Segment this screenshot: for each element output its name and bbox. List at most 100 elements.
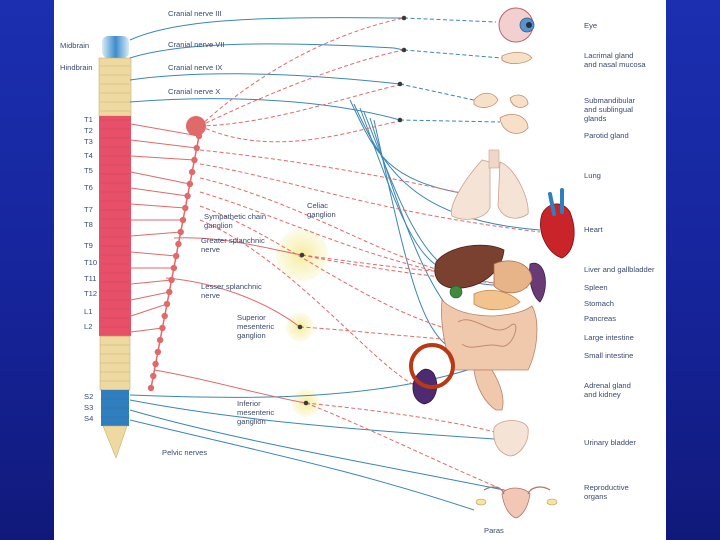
spinal-level-label: S3	[84, 403, 93, 412]
sympathetic-organ-fiber	[199, 163, 541, 233]
spinal-level-label: S2	[84, 392, 93, 401]
ganglion-dot	[299, 252, 305, 258]
chain-ganglion	[188, 168, 196, 176]
cranial-nerve-label: Cranial nerve IX	[168, 63, 222, 72]
sympathetic-organ-fiber	[199, 149, 467, 195]
ganglion-dot	[297, 324, 303, 330]
ganglion-dot	[397, 117, 403, 123]
chain-ganglion	[175, 240, 182, 248]
organ-label-stomach: Stomach	[584, 299, 614, 308]
pelvic-to-reproductive	[129, 409, 505, 491]
preganglionic-sympathetic	[130, 231, 181, 237]
lacrimal-postganglionic	[403, 49, 503, 59]
sympathetic-head-fiber	[199, 17, 405, 127]
spinal-level-label: T12	[84, 289, 97, 298]
credit-label: Paras	[484, 526, 504, 535]
vagus-to-lung	[349, 99, 467, 195]
chain-ganglion	[150, 372, 157, 380]
spinal-level-label: S4	[84, 414, 93, 423]
chain-ganglion	[161, 312, 168, 320]
organ-label-spleen: Spleen	[584, 283, 608, 292]
cranial-nerve-label: Cranial nerve X	[168, 87, 220, 96]
lung-organ	[450, 149, 529, 220]
submandibular-postganglionic	[399, 83, 475, 101]
sympathetic-head-fiber	[199, 49, 405, 127]
midbrain-segment	[102, 36, 129, 58]
lesser-splanchnic	[165, 277, 301, 328]
spinal-level-label: T8	[84, 220, 93, 229]
sympathetic-organ-fiber	[199, 191, 529, 289]
spinal-level-label: T11	[84, 274, 97, 283]
spinal-level-label: T4	[84, 151, 93, 160]
submandibular-gland-organ	[473, 92, 529, 108]
preganglionic-sympathetic	[130, 291, 170, 301]
preganglionic-sympathetic	[130, 171, 190, 185]
spinal-level-label: T7	[84, 205, 93, 214]
spinal-level-label: L1	[84, 307, 92, 316]
inferior-mesenteric-to-bladder	[305, 402, 511, 437]
chain-ganglion	[166, 288, 173, 296]
celiac-to-liver	[301, 254, 447, 273]
inferior-mesenteric-to-reproductive	[305, 402, 515, 495]
organ-label-large-intestine: Large intestine	[584, 333, 634, 342]
superior-cervical-ganglion	[186, 116, 206, 136]
labels: Cranial nerve III Cranial nerve VII Crania…	[60, 9, 655, 535]
organ-label-urinary-bladder: Urinary bladder	[584, 438, 636, 447]
highlight-circle	[409, 343, 455, 389]
organ-label-pancreas: Pancreas	[584, 314, 616, 323]
chain-ganglion	[147, 384, 155, 392]
spinal-level-label: T1	[84, 115, 93, 124]
spinal-level-label: T3	[84, 137, 93, 146]
vagus-to-intestine	[369, 117, 495, 341]
greater-splanchnic	[173, 237, 303, 256]
parotid-postganglionic	[399, 119, 501, 123]
preganglionic-sympathetic	[130, 251, 177, 257]
spinal-level-label: T6	[84, 183, 93, 192]
parotid-gland-organ	[499, 114, 529, 134]
preganglionic-sympathetic	[130, 155, 195, 161]
spinal-cord	[98, 36, 132, 459]
chain-ganglion	[154, 348, 162, 356]
chain-ganglion	[163, 300, 171, 308]
preganglionic-sympathetic	[130, 203, 186, 209]
preganglionic-sympathetic	[130, 279, 172, 285]
midbrain-label: Midbrain	[60, 41, 89, 50]
sympathetic-organ-fiber	[199, 219, 421, 389]
ganglion-dot	[401, 15, 407, 21]
chain-ganglion	[152, 360, 159, 368]
ganglion-dot	[397, 81, 403, 87]
spinal-level-label: T10	[84, 258, 97, 267]
spinal-level-label: L2	[84, 322, 92, 331]
chain-ganglion	[172, 252, 180, 260]
sympathetic-head-fiber	[199, 83, 405, 127]
cord-segment-stripes	[100, 65, 130, 418]
cranial-nerve-iii-fiber	[129, 17, 404, 41]
eye-organ	[498, 7, 535, 43]
abdominal-organs	[434, 244, 546, 411]
eye-postganglionic	[403, 17, 497, 23]
slide: Cranial nerve III Cranial nerve VII Crania…	[54, 0, 666, 540]
sympathetic-chain-line	[150, 135, 200, 389]
cranial-nerve-x-fiber	[129, 98, 401, 121]
cranial-nerve-label: Cranial nerve III	[168, 9, 222, 18]
ganglion-dot	[401, 47, 407, 53]
hindbrain-label: Hindbrain	[60, 63, 93, 72]
chain-ganglion	[156, 336, 164, 344]
cranial-nerve-label: Cranial nerve VII	[168, 40, 225, 49]
organ-label-heart: Heart	[584, 225, 603, 234]
filum-terminale	[102, 425, 128, 459]
pelvic-to-bladder	[129, 399, 511, 441]
cranial-nerve-vii-fiber	[129, 43, 405, 59]
sympathetic-organ-fiber	[199, 205, 495, 341]
organs	[412, 7, 575, 519]
ganglion-dot	[303, 400, 309, 406]
reproductive-organs	[475, 486, 558, 519]
chain-ganglion	[177, 228, 184, 236]
